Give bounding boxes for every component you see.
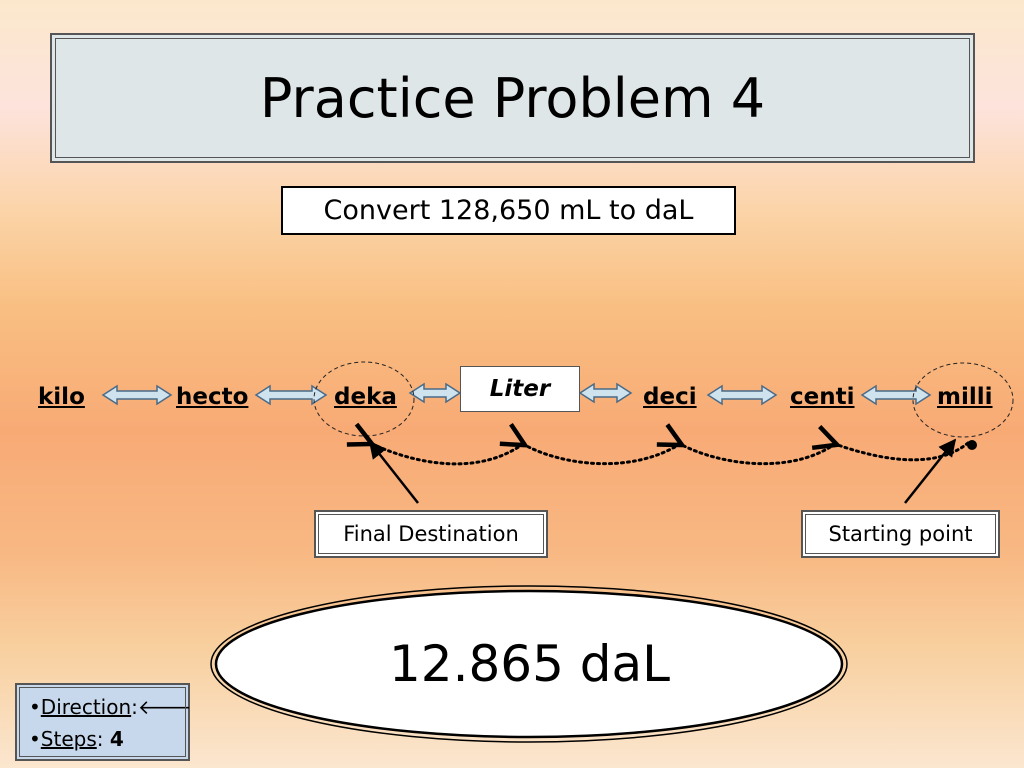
prefix-deka: deka <box>334 384 397 410</box>
final-destination-pointer <box>368 440 419 504</box>
bullet: • <box>29 727 41 751</box>
prefix-hecto: hecto <box>176 384 249 410</box>
start-dot <box>967 440 977 450</box>
bullet: • <box>29 695 41 719</box>
slide-title: Practice Problem 4 <box>259 66 766 130</box>
answer-text: 12.865 daL <box>388 635 671 693</box>
prefix-milli: milli <box>937 384 993 410</box>
double-arrow-deci-centi <box>706 384 778 406</box>
double-arrow-liter-deci <box>578 382 633 404</box>
starting-point-pointer <box>904 438 957 504</box>
milli-dashed-circle <box>912 362 1014 438</box>
double-arrow-deka-liter <box>408 382 462 404</box>
steps-line: •Steps: 4 <box>29 727 124 751</box>
steps-label: Steps <box>40 727 97 751</box>
liter-label: Liter <box>489 376 551 402</box>
answer-ellipse <box>214 589 844 739</box>
prefix-centi: centi <box>790 384 855 410</box>
answer-ellipse-shadow <box>210 585 848 743</box>
double-arrow-centi-milli <box>860 384 932 406</box>
info-box: •Direction:🡐 •Steps: 4 <box>15 683 192 761</box>
double-arrow-kilo-hecto <box>101 384 173 406</box>
direction-label: Direction <box>40 695 132 719</box>
steps-value: 4 <box>109 727 124 751</box>
prefix-deci: deci <box>643 384 697 410</box>
final-destination-label: Final Destination <box>314 510 548 558</box>
deka-dashed-circle <box>313 361 415 437</box>
starting-point-label: Starting point <box>801 510 1000 558</box>
title-box: Practice Problem 4 <box>50 33 975 163</box>
dotted-step-path <box>370 443 970 466</box>
base-unit-liter: Liter <box>460 366 580 412</box>
problem-statement: Convert 128,650 mL to daL <box>281 186 736 235</box>
prefix-kilo: kilo <box>38 384 85 410</box>
double-arrow-hecto-deka <box>254 384 328 406</box>
direction-arrow-icon: 🡐 <box>137 695 192 719</box>
direction-line: •Direction:🡐 <box>29 695 192 719</box>
